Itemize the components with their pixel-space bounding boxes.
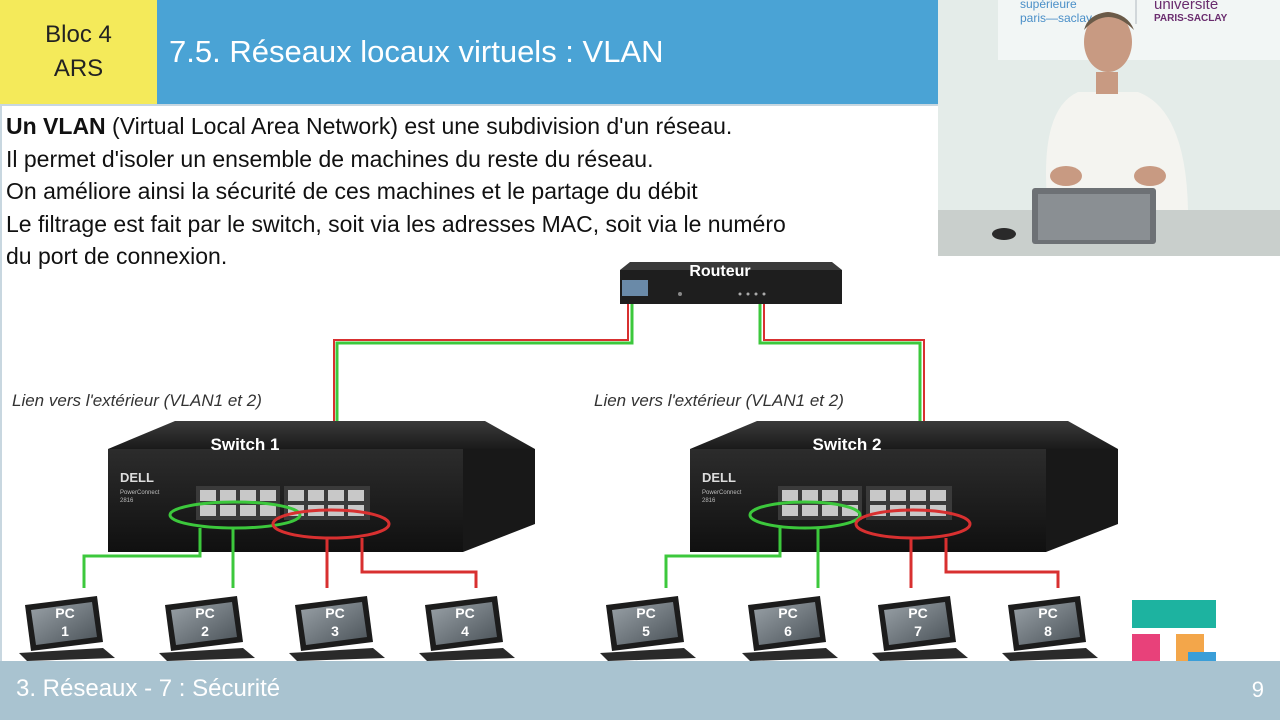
pc-4-label: PC	[455, 605, 474, 621]
logo-left-line1: supérieure	[1020, 0, 1077, 11]
pc-5-number: 5	[642, 623, 650, 639]
switch-2-vlan2-group	[854, 508, 972, 540]
presenter-video: supérieure paris—saclay université PARIS…	[938, 0, 1280, 256]
bloc-line1: Bloc 4	[45, 21, 112, 48]
logo-right-line1: université	[1154, 0, 1218, 13]
pc-group: PC 1 PC 2 PC 3 PC 4 PC 5 PC 6 PC 7 PC 8	[19, 596, 1098, 661]
pc-6: PC 6	[742, 596, 838, 661]
pc-6-number: 6	[784, 623, 792, 639]
switch-2-model: PowerConnect	[702, 490, 742, 496]
pc-2: PC 2	[159, 596, 255, 661]
pc-2-number: 2	[201, 623, 209, 639]
vlan-term: Un VLAN	[6, 113, 106, 139]
diagram-canvas: Routeur Lien vers l'extérieur (VLAN1 et …	[12, 262, 1118, 661]
switch-2-ports	[778, 486, 952, 520]
laptop-icon	[1032, 188, 1156, 244]
presenter-figure	[1046, 12, 1188, 210]
switch-1: DELL PowerConnect 2816 Switch 1	[108, 421, 535, 552]
pc-8-label: PC	[1038, 605, 1057, 621]
switch-2-model-number: 2816	[702, 498, 716, 504]
switch-1-model-number: 2816	[120, 498, 134, 504]
switch-1-model: PowerConnect	[120, 490, 160, 496]
pc-5: PC 5	[600, 596, 696, 661]
pc-3: PC 3	[289, 596, 385, 661]
switch-2-brand: DELL	[702, 470, 736, 485]
slide-body-text: Un VLAN (Virtual Local Area Network) est…	[6, 110, 934, 273]
pc-4-number: 4	[461, 623, 469, 639]
link-label-1: Lien vers l'extérieur (VLAN1 et 2)	[12, 391, 262, 410]
router-device: Routeur	[620, 262, 842, 304]
pc-1-label: PC	[55, 605, 74, 621]
body-line-4: Le filtrage est fait par le switch, soit…	[6, 210, 786, 237]
router-label: Routeur	[689, 263, 750, 280]
footer-section-label: 3. Réseaux - 7 : Sécurité	[16, 675, 281, 702]
pc-4: PC 4	[419, 596, 515, 661]
pc-3-number: 3	[331, 623, 339, 639]
body-line-3: On améliore ainsi la sécurité de ces mac…	[6, 178, 698, 204]
pc-8-number: 8	[1044, 623, 1052, 639]
pc-6-label: PC	[778, 605, 797, 621]
body-line-5: du port de connexion.	[6, 243, 228, 269]
body-line-1: Un VLAN (Virtual Local Area Network) est…	[6, 110, 934, 143]
pc-1: PC 1	[19, 596, 115, 661]
pc-7-label: PC	[908, 605, 927, 621]
pc-5-label: PC	[636, 605, 655, 621]
bloc-badge: Bloc 4 ARS	[0, 0, 157, 104]
vlan-network-diagram: Routeur Lien vers l'extérieur (VLAN1 et …	[0, 256, 1280, 661]
pc-cables	[82, 528, 1060, 588]
slide-footer: 3. Réseaux - 7 : Sécurité 9	[0, 661, 1280, 720]
pc-2-label: PC	[195, 605, 214, 621]
switch-2-label: Switch 2	[813, 435, 882, 454]
slide-left-border	[0, 104, 2, 661]
pc-7: PC 7	[872, 596, 968, 661]
pc-3-label: PC	[325, 605, 344, 621]
pc-8: PC 8	[1002, 596, 1098, 661]
presenter-video-frame: supérieure paris—saclay université PARIS…	[938, 0, 1280, 256]
uplink-cables	[333, 304, 925, 448]
bloc-line2: ARS	[53, 55, 104, 82]
switch-1-vlan1-group	[168, 500, 302, 530]
mouse-icon	[992, 228, 1016, 240]
header-divider	[0, 104, 938, 106]
pc-1-number: 1	[61, 623, 69, 639]
slide-title: 7.5. Réseaux locaux virtuels : VLAN	[169, 34, 664, 69]
pc-7-number: 7	[914, 623, 922, 639]
page-number: 9	[1251, 677, 1264, 702]
switch-1-brand: DELL	[120, 470, 154, 485]
logo-left-line2: paris—saclay	[1020, 11, 1092, 25]
switch-1-vlan2-group	[271, 508, 391, 540]
body-line-1-rest: (Virtual Local Area Network) est une sub…	[105, 113, 733, 139]
title-bar: 7.5. Réseaux locaux virtuels : VLAN	[157, 0, 938, 104]
switch-2-vlan1-group	[748, 500, 862, 530]
switch-2: DELL PowerConnect 2816 Switch 2	[690, 421, 1118, 552]
body-line-2: Il permet d'isoler un ensemble de machin…	[6, 145, 654, 172]
logo-right-line2: PARIS-SACLAY	[1154, 13, 1228, 24]
link-label-2: Lien vers l'extérieur (VLAN1 et 2)	[594, 391, 844, 410]
switch-1-label: Switch 1	[211, 435, 280, 454]
